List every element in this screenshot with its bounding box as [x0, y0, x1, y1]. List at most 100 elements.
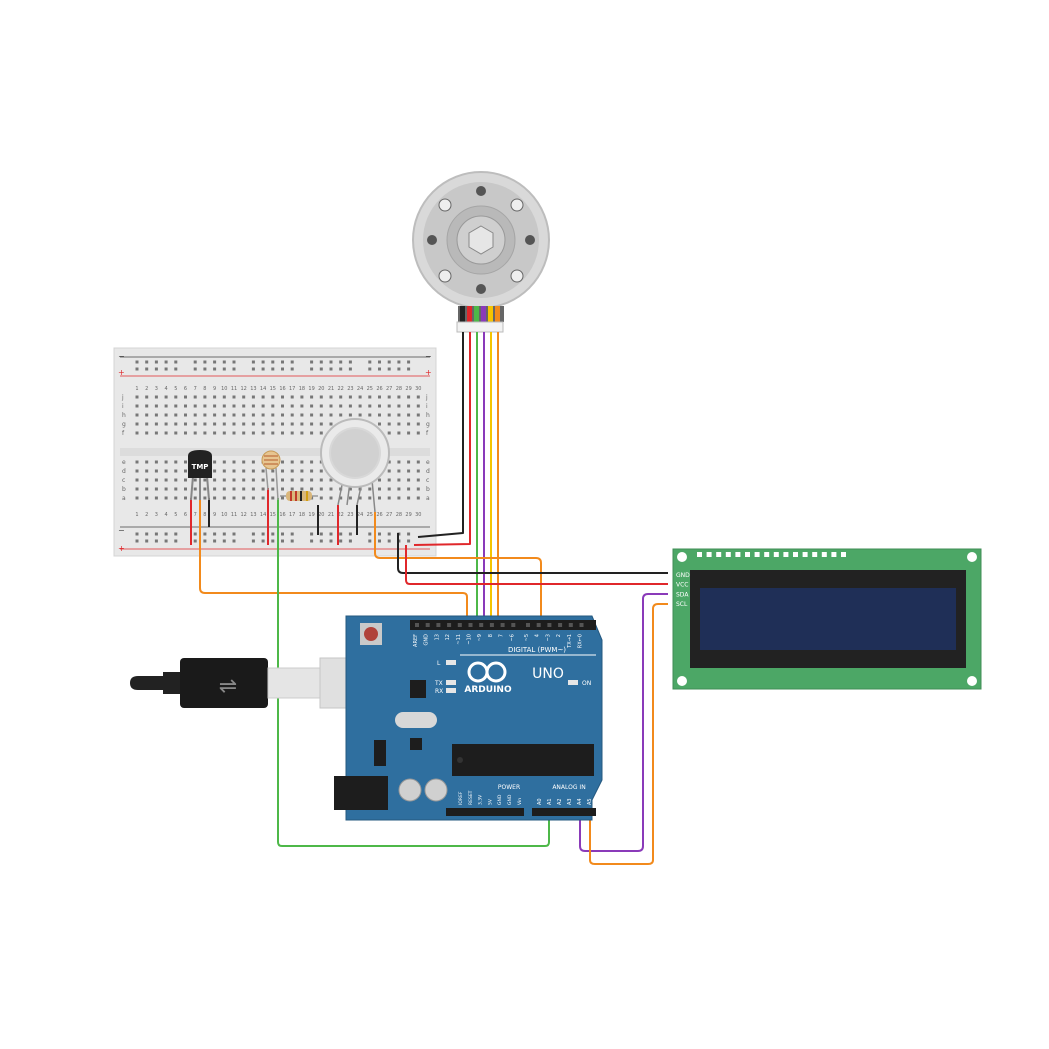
analog-pin-label: A4 [577, 798, 583, 805]
arduino-model-label: UNO [532, 666, 564, 682]
rail-plus-label: + [118, 368, 125, 377]
lcd-pin-label: VCC [676, 582, 688, 589]
digital-pin-label: 8 [488, 634, 494, 637]
gas-sensor[interactable] [320, 418, 390, 513]
row-letter: e [122, 459, 126, 466]
motor-wire-red[interactable] [413, 332, 471, 546]
column-number: 26 [376, 386, 382, 392]
column-number: 11 [231, 512, 237, 518]
column-number: 20 [318, 512, 324, 518]
motor-screw-top [476, 186, 486, 196]
rail-minus-label-right: − [425, 352, 432, 361]
row-letter: a [426, 495, 430, 502]
tmp-label: TMP [192, 463, 209, 471]
gas-sensor-signal-wire[interactable] [374, 512, 542, 810]
rail-minus-label: − [118, 352, 125, 361]
column-number: 7 [194, 386, 197, 392]
power-header-label: POWER [498, 784, 520, 791]
column-number: 17 [289, 386, 295, 392]
row-letter: a [122, 495, 126, 502]
rail-plus-label-bottom: + [118, 544, 125, 553]
column-number: 3 [155, 512, 158, 518]
power-pin-label: GND [507, 794, 513, 805]
row-letter: f [122, 430, 125, 437]
breadboard-holes [135, 360, 420, 543]
analog-header [532, 808, 596, 816]
column-number: 3 [155, 386, 158, 392]
column-number: 27 [386, 386, 392, 392]
column-number: 25 [367, 386, 373, 392]
column-number: 1 [135, 512, 138, 518]
digital-pin-label: ~6 [509, 634, 515, 641]
column-number: 13 [250, 386, 256, 392]
column-number: 26 [376, 512, 382, 518]
motor-shaft [468, 225, 494, 255]
usb-cable[interactable]: ⇌ [130, 657, 383, 709]
power-pin-label: 5V [487, 798, 493, 805]
row-letter: f [426, 430, 429, 437]
led-l [446, 660, 456, 665]
column-number: 2 [145, 386, 148, 392]
column-number: 25 [367, 512, 373, 518]
column-number: 8 [203, 386, 206, 392]
lcd-top-pins [697, 552, 846, 557]
row-letter: h [426, 412, 430, 419]
usb-chip [410, 680, 426, 698]
motor-wire-black[interactable] [417, 332, 464, 538]
power-pin-label: Vin [517, 798, 523, 805]
lcd-scl-wire[interactable] [589, 603, 668, 865]
lcd-screen [700, 588, 956, 650]
row-letter: i [426, 403, 428, 410]
digital-pin-label: ~5 [524, 634, 530, 641]
wires [190, 332, 668, 865]
column-number: 9 [213, 512, 216, 518]
column-number: 18 [299, 512, 305, 518]
column-number: 29 [405, 512, 411, 518]
breadboard-labels: 1122334455667788991010111112121313141415… [121, 386, 430, 518]
motor-connector-header [456, 321, 504, 333]
column-number: 10 [221, 512, 227, 518]
column-number: 15 [270, 512, 276, 518]
column-number: 15 [270, 386, 276, 392]
column-number: 6 [184, 386, 187, 392]
resistor[interactable] [280, 491, 318, 501]
row-letter: h [122, 412, 126, 419]
lcd-sda-wire[interactable] [579, 593, 668, 852]
column-number: 16 [279, 386, 285, 392]
digital-pin-label: 4 [535, 634, 541, 637]
motor-screw-bottom [476, 284, 486, 294]
led-tx [446, 680, 456, 685]
led-on [568, 680, 578, 685]
analog-pin-label: A1 [547, 798, 553, 805]
column-number: 6 [184, 512, 187, 518]
column-number: 12 [241, 512, 247, 518]
motor-bolt-3 [438, 269, 452, 283]
photoresistor[interactable] [261, 450, 281, 501]
tmp-sensor[interactable]: TMP [188, 450, 212, 501]
tmp-signal-wire[interactable] [199, 498, 468, 623]
led-l-label: L [437, 660, 441, 667]
power-pin-label: RESET [468, 790, 474, 805]
row-letter: d [426, 468, 430, 475]
atmega-chip [452, 744, 594, 776]
ldr-signal-wire[interactable] [277, 498, 550, 847]
column-number: 17 [289, 512, 295, 518]
column-number: 23 [347, 512, 353, 518]
lcd-pin-label: SDA [676, 591, 689, 598]
power-pin-label: GND [497, 794, 503, 805]
row-letter: b [426, 486, 430, 493]
lcd-vcc-wire[interactable] [405, 545, 668, 585]
reset-button-cap[interactable] [364, 627, 378, 641]
digital-pin-label: 13 [434, 634, 440, 640]
column-number: 23 [347, 386, 353, 392]
digital-pin-label: ~9 [477, 634, 483, 641]
power-jack[interactable] [334, 776, 388, 810]
column-number: 28 [396, 386, 402, 392]
power-pin-label: 3.3V [478, 794, 484, 805]
dc-motor[interactable] [412, 171, 550, 333]
lcd-gnd-wire[interactable] [397, 533, 668, 574]
